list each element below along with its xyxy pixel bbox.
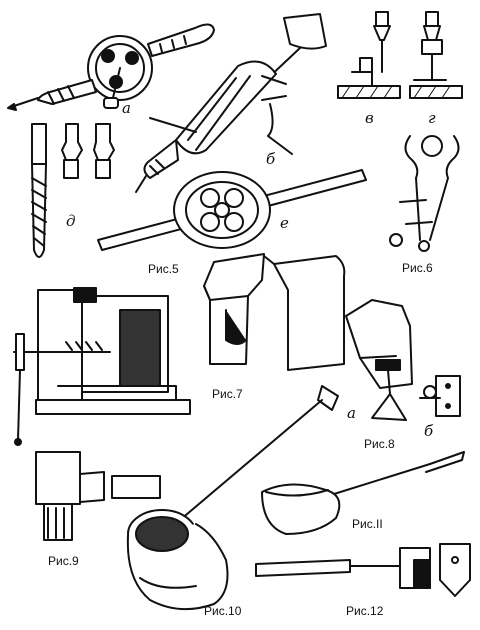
label-b-fig8: б	[424, 422, 434, 440]
caption-fig5: Рис.5	[148, 262, 179, 276]
label-e: е	[280, 214, 289, 232]
coffee-pot-drawing	[126, 385, 339, 611]
hammer-drawing	[35, 451, 161, 541]
depth-stop-drawing	[337, 11, 463, 99]
label-d: д	[66, 212, 76, 230]
hinge-drawing	[419, 375, 461, 417]
pipe-clamp-drawing	[389, 135, 460, 252]
hand-drill-drawing	[7, 23, 215, 111]
taps-drawing	[31, 123, 115, 258]
caption-fig9: Рис.9	[48, 554, 79, 568]
table-clamp-drawing	[345, 299, 413, 421]
breast-drill-drawing	[135, 13, 327, 193]
caption-fig11: Рис.ІІ	[352, 517, 383, 531]
label-v: в	[365, 109, 374, 127]
caption-fig10: Рис.10	[204, 604, 242, 618]
caption-fig6: Рис.6	[402, 261, 433, 275]
label-g: г	[428, 109, 436, 127]
bench-vise-drawing	[13, 287, 191, 446]
die-holder-drawing	[97, 169, 367, 251]
caption-fig8: Рис.8	[364, 437, 395, 451]
scraper-drawing	[255, 543, 471, 597]
caption-fig7: Рис.7	[212, 387, 243, 401]
label-a-fig8: а	[347, 404, 356, 422]
ladle-drawing	[261, 451, 465, 535]
label-a: а	[122, 99, 131, 117]
caption-fig12: Рис.12	[346, 604, 384, 618]
soft-jaws-drawing	[203, 253, 346, 371]
label-b: б	[266, 150, 276, 168]
